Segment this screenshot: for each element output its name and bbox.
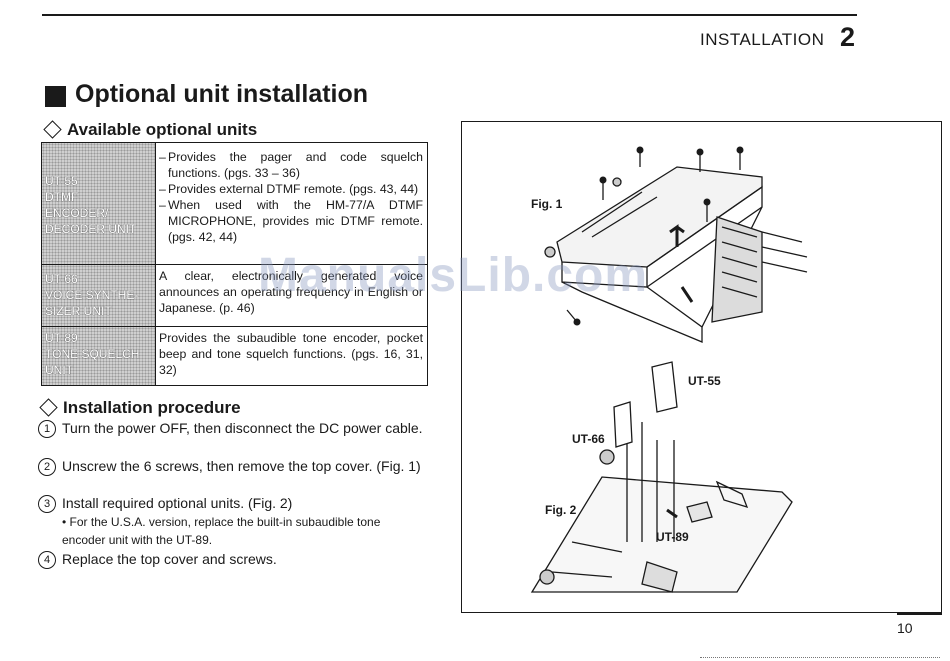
fig1-label: Fig. 1 (531, 197, 563, 211)
diamond-icon (39, 398, 58, 417)
step-1: 1 Turn the power OFF, then disconnect the… (38, 420, 428, 438)
title-square-icon (45, 86, 66, 107)
available-units-heading-text: Available optional units (67, 120, 258, 139)
unit-name-line: DECODER UNIT (45, 222, 137, 236)
unit-name-line: TONE SQUELCH (45, 347, 140, 361)
step-number: 2 (38, 458, 56, 476)
unit-name-ut55: UT-55 DTMF ENCODER/ DECODER UNIT (42, 143, 156, 264)
unit-name-ut89: UT-89 TONE SQUELCH UNIT (42, 327, 156, 385)
unit-bullet: Provides external DTMF remote. (pgs. 43,… (159, 181, 423, 197)
units-table: UT-55 DTMF ENCODER/ DECODER UNIT Provide… (41, 142, 428, 386)
watermark-text: ManualsLib.com (258, 249, 649, 302)
usa-version-note: • For the U.S.A. version, replace the bu… (62, 515, 381, 547)
unit-bullet: Provides the pager and code squelch func… (159, 149, 423, 181)
step-number: 3 (38, 495, 56, 513)
unit-name-line: SIZER UNIT (45, 304, 112, 318)
unit-name-line: UNIT (45, 363, 73, 377)
unit-name-ut66: UT-66 VOICE SYNTHE- SIZER UNIT (42, 265, 156, 326)
step-text: Replace the top cover and screws. (62, 551, 277, 567)
table-row-ut66: UT-66 VOICE SYNTHE- SIZER UNIT A clear, … (42, 265, 427, 327)
unit-name-line: DTMF (45, 190, 79, 204)
available-units-heading: Available optional units (42, 120, 257, 140)
step-number: 4 (38, 551, 56, 569)
procedure-heading: Installation procedure (38, 398, 241, 418)
footer-rule (897, 613, 942, 615)
step-2: 2 Unscrew the 6 screws, then remove the t… (38, 458, 428, 476)
page-title: Optional unit installation (75, 80, 369, 108)
step-text: Turn the power OFF, then disconnect the … (62, 420, 423, 436)
step-3: 3 Install required optional units. (Fig. … (38, 495, 428, 513)
bottom-dotted-line (700, 657, 940, 658)
section-label: INSTALLATION (700, 30, 825, 49)
unit-bullet: When used with the HM-77/A DTMF MICROPHO… (159, 197, 423, 245)
unit-name-line: VOICE SYNTHE- (45, 288, 139, 302)
step-text: Install required optional units. (Fig. 2… (62, 495, 293, 511)
fig2-chassis (530, 361, 793, 593)
step-4: 4 Replace the top cover and screws. (38, 551, 428, 569)
unit-desc-ut89: Provides the subaudible tone encoder, po… (159, 331, 423, 377)
unit-name-line: UT-66 (45, 272, 78, 286)
ut66-callout: UT-66 (572, 432, 605, 446)
ut55-callout: UT-55 (688, 374, 721, 388)
page-number: 10 (897, 620, 913, 636)
diamond-icon (43, 120, 62, 139)
figure-panel: Fig. 1 Fig. 2 UT-55 UT-66 UT-89 (461, 121, 942, 613)
unit-name-line: UT-55 (45, 174, 78, 188)
header-rule (42, 14, 857, 16)
unit-desc-ut66: A clear, electronically generated voice … (159, 269, 423, 315)
table-row-ut89: UT-89 TONE SQUELCH UNIT Provides the sub… (42, 327, 427, 385)
procedure-heading-text: Installation procedure (63, 398, 241, 417)
ut89-callout: UT-89 (656, 530, 689, 544)
chapter-number: 2 (840, 22, 856, 52)
installation-illustration (530, 146, 808, 593)
unit-desc-ut55: Provides the pager and code squelch func… (159, 149, 423, 264)
fig2-label: Fig. 2 (545, 503, 577, 517)
fig1-transceiver (544, 152, 808, 343)
unit-name-line: ENCODER/ (45, 206, 109, 220)
step-text: Unscrew the 6 screws, then remove the to… (62, 458, 421, 474)
step-number: 1 (38, 420, 56, 438)
unit-name-line: UT-89 (45, 331, 78, 345)
table-row-ut55: UT-55 DTMF ENCODER/ DECODER UNIT Provide… (42, 143, 427, 265)
screw-icons (573, 146, 744, 326)
